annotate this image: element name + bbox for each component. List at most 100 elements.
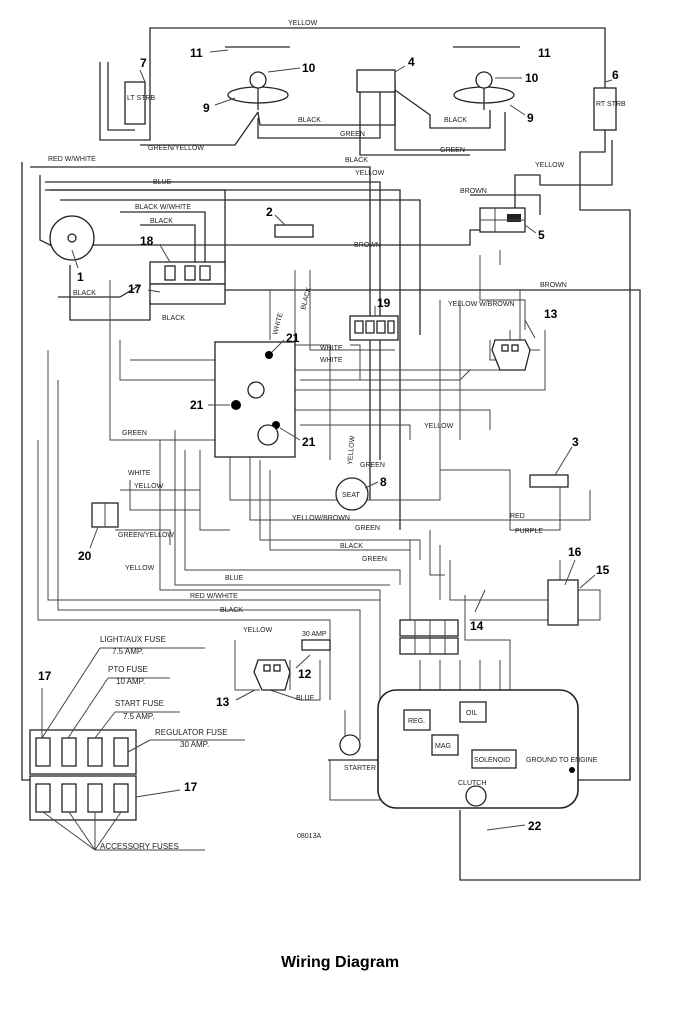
pto-switch-21 [214,341,296,458]
wire-label-black-6: BLACK [162,315,185,322]
module-16 [547,579,579,626]
wire-label-black-white: BLACK W/WHITE [135,204,191,211]
right-headlamp [453,71,515,110]
callout-13-top: 13 [544,307,558,321]
wire-label-yellow-7: YELLOW [243,627,273,634]
callout-6: 6 [612,68,619,82]
wire-label-green-yellow-2: GREEN/YELLOW [118,532,174,539]
wire-label-black-8: BLACK [220,607,243,614]
callout-17-fuse-top: 17 [38,669,52,683]
wire-label-black-4: BLACK [150,218,173,225]
wire-label-yellow-4: YELLOW [424,423,454,430]
callout-15: 15 [596,563,610,577]
wire-label-purple: PURPLE [515,528,543,535]
lt-strb-label: LT STRB [127,95,155,102]
clutch-label: CLUTCH [458,780,486,787]
wire-label-green-yellow-1: GREEN/YELLOW [148,145,204,152]
callout-21-a: 21 [286,331,300,345]
callout-2: 2 [266,205,273,219]
fuse-regulator-label: REGULATOR FUSE [155,728,228,737]
fuse-light-aux-amp: 7.5 AMP. [112,647,143,656]
fuse-pto-label: PTO FUSE [108,665,148,674]
callout-16: 16 [568,545,582,559]
wire-label-green-6: GREEN [362,556,387,563]
wire-label-black-1: BLACK [298,117,321,124]
callout-21-b: 21 [190,398,204,412]
callout-18: 18 [140,234,154,248]
connector-13-bottom [253,659,291,691]
connector-20 [91,502,119,528]
wires [21,27,641,881]
amp30-label: 30 AMP [302,631,327,638]
callout-7: 7 [140,56,147,70]
callout-20: 20 [78,549,92,563]
wire-label-green-4: GREEN [360,462,385,469]
key-switch [49,215,95,261]
callout-1: 1 [77,270,84,284]
wire-label-red: RED [510,513,525,520]
callout-5: 5 [538,228,545,242]
lt-strobe: LT STRB [124,81,155,125]
callout-4: 4 [408,55,415,69]
fuse-30amp: 30 AMP [301,631,331,651]
connector-13-top [491,339,531,371]
callout-22: 22 [528,819,542,833]
fuse-block-17-upper [149,283,226,305]
solenoid-label: SOLENOID [474,757,510,764]
oil-label: OIL [466,710,477,717]
wire-label-yellow-w-brown: YELLOW W/BROWN [448,301,515,308]
callout-8: 8 [380,475,387,489]
callout-11-right: 11 [538,46,551,60]
mag-label: MAG [435,743,451,750]
wire-label-black-5: BLACK [73,290,96,297]
left-headlamp [227,71,289,110]
wire-label-blue-2: BLUE [225,575,244,582]
engine-box: REG. OIL MAG SOLENOID CLUTCH GROUND TO E… [377,689,598,809]
fuse-start-amp: 7.5 AMP. [123,712,154,721]
wire-label-brown-2: BROWN [354,242,381,249]
wire-label-black-7: BLACK [340,543,363,550]
connector-2 [274,224,314,238]
fuse-legend: LIGHT/AUX FUSE 7.5 AMP. PTO FUSE 10 AMP.… [29,635,245,851]
wire-label-yellow-6: YELLOW [125,565,155,572]
relay-block-18 [149,261,226,285]
connector-19 [349,315,399,341]
diagram-caption: Wiring Diagram [280,954,400,971]
wire-label-green-2: GREEN [440,147,465,154]
switch-block-5 [479,207,526,233]
wire-label-green-1: GREEN [340,131,365,138]
top-relay [356,69,396,93]
callout-9-left: 9 [203,101,210,115]
wire-label-black-3: BLACK [345,157,368,164]
rt-strb-label: RT STRB [596,101,626,108]
rt-strobe: RT STRB [593,87,626,131]
reg-label: REG. [408,718,425,725]
wire-label-black-2: BLACK [444,117,467,124]
callout-10-right: 10 [525,71,539,85]
wire-label-yellow-5: YELLOW [134,483,164,490]
callouts: 11 11 10 10 9 9 4 7 6 1 2 5 18 17 19 13 … [38,46,619,833]
callout-17-fuse-bottom: 17 [184,780,198,794]
fuse-light-aux-label: LIGHT/AUX FUSE [100,635,166,644]
wire-label-white-3: WHITE [128,470,151,477]
callout-13-bottom: 13 [216,695,230,709]
fuse-pto-amp: 10 AMP. [116,677,145,686]
fuse-regulator-amp: 30 AMP. [180,740,209,749]
starter-label: STARTER [344,765,376,772]
wire-label-white-1: WHITE [320,345,343,352]
wire-label-brown-3: BROWN [540,282,567,289]
callout-10-left: 10 [302,61,316,75]
wire-label-yellow-vert: YELLOW [347,435,357,465]
wire-label-blue-3: BLUE [296,695,315,702]
wire-label-green-3: GREEN [122,430,147,437]
terminal-block-14 [399,619,459,655]
callout-14: 14 [470,619,484,633]
callout-21-c: 21 [302,435,316,449]
wire-label-yellow-top: YELLOW [288,20,318,27]
wire-label-white-2: WHITE [320,357,343,364]
wire-label-blue-1: BLUE [153,179,172,186]
fuse-accessory-label: ACCESSORY FUSES [100,842,179,851]
fuse-start-label: START FUSE [115,699,164,708]
wire-label-green-5: GREEN [355,525,380,532]
